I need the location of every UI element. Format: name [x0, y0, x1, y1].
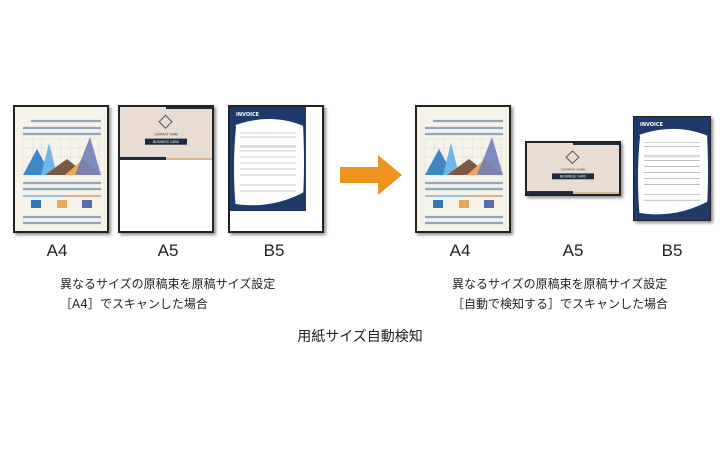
caption-line: ［A4］でスキャンした場合 [60, 297, 208, 311]
business-card-illustration: COMPANY NAME BUSINESS CARD [527, 143, 619, 194]
invoice-heading: INVOICE [640, 122, 664, 128]
a5-card-after: COMPANY NAME BUSINESS CARD [525, 141, 621, 196]
caption-line: ［自動で検知する］でスキャンした場合 [452, 297, 669, 311]
caption-line: 異なるサイズの原稿束を原稿サイズ設定 [60, 277, 276, 291]
invoice-illustration: INVOICE [230, 107, 306, 211]
label-a5-before: A5 [157, 241, 179, 260]
a4-page-after [415, 105, 511, 233]
company-name: COMPANY NAME [154, 133, 179, 137]
label-a4-before: A4 [46, 241, 68, 260]
label-b5-after: B5 [661, 241, 683, 260]
invoice-illustration: INVOICE [634, 117, 710, 220]
label-a4-after: A4 [449, 241, 471, 260]
b5-invoice-after: INVOICE [633, 116, 711, 221]
card-label: BUSINESS CARD [153, 140, 180, 144]
invoice-heading: INVOICE [236, 112, 260, 118]
b5-page-before: INVOICE [228, 105, 324, 233]
document-illustration [424, 119, 503, 225]
a5-page-before: COMPANY NAME BUSINESS CARD [118, 105, 214, 233]
caption-before: 異なるサイズの原稿束を原稿サイズ設定 ［A4］でスキャンした場合 [60, 274, 275, 314]
company-name: COMPANY NAME [561, 167, 586, 171]
label-b5-before: B5 [263, 241, 285, 260]
diagram-title: 用紙サイズ自動検知 [297, 329, 423, 345]
document-illustration [22, 119, 101, 225]
arrow-right-icon [340, 155, 402, 195]
a4-page-before [13, 105, 109, 233]
caption-after: 異なるサイズの原稿束を原稿サイズ設定 ［自動で検知する］でスキャンした場合 [452, 274, 668, 314]
caption-line: 異なるサイズの原稿束を原稿サイズ設定 [452, 277, 668, 291]
card-label: BUSINESS CARD [560, 175, 587, 179]
label-a5-after: A5 [562, 241, 584, 260]
business-card-illustration: COMPANY NAME BUSINESS CARD [120, 107, 212, 160]
